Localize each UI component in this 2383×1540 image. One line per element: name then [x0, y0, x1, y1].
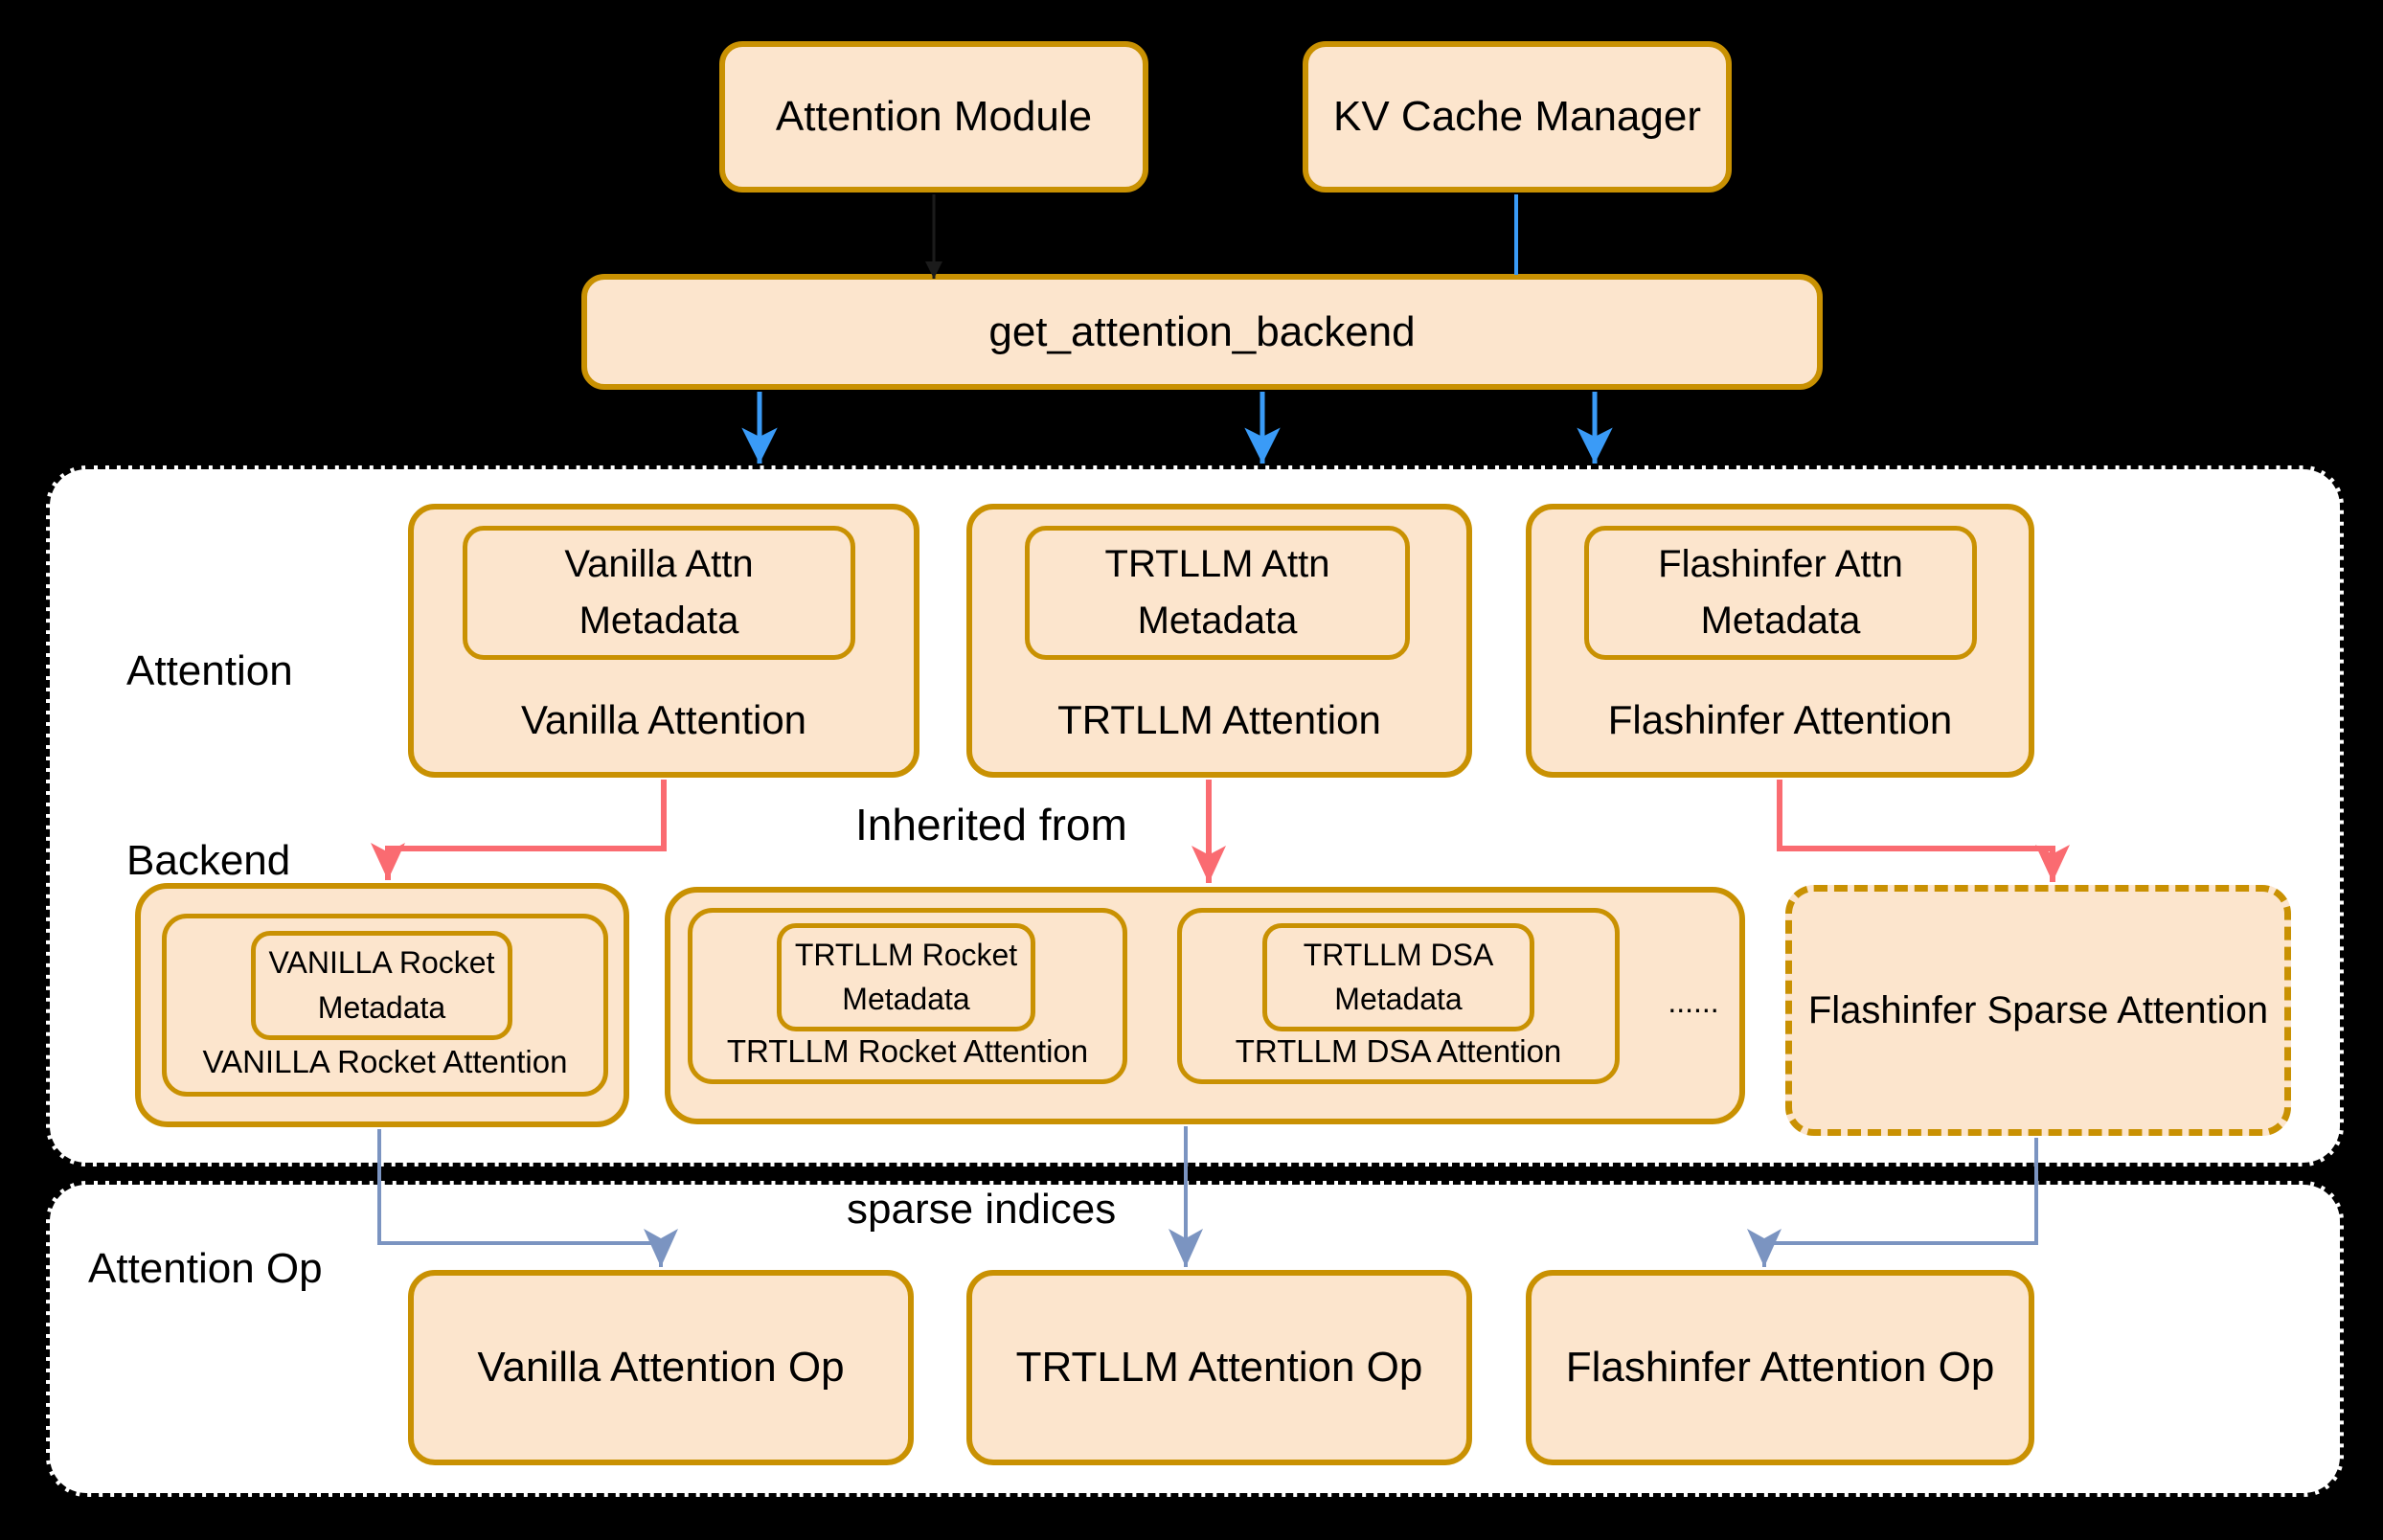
vanilla-attn-metadata-line1: Vanilla Attn: [564, 543, 754, 586]
vanilla-attention-label: Vanilla Attention: [520, 697, 807, 742]
vanilla-attention-op-label: Vanilla Attention Op: [477, 1344, 845, 1391]
trtllm-attention-box: TRTLLM Attn Metadata TRTLLM Attention: [966, 504, 1472, 778]
attention-backend-panel-title: Attention Backend: [126, 513, 293, 1019]
sparse-indices-label: sparse indices: [847, 1186, 1117, 1233]
trtllm-attention-label: TRTLLM Attention: [1057, 697, 1381, 742]
trtllm-dsa-metadata-box: TRTLLM DSA Metadata: [1262, 923, 1534, 1031]
group-ellipsis-label: ......: [1668, 985, 1719, 1019]
flashinfer-attention-box: Flashinfer Attn Metadata Flashinfer Atte…: [1526, 504, 2034, 778]
trtllm-dsa-metadata-line1: TRTLLM DSA: [1303, 937, 1494, 972]
vanilla-rocket-attention-label: VANILLA Rocket Attention: [202, 1044, 568, 1079]
flashinfer-sparse-attention-label: Flashinfer Sparse Attention: [1807, 988, 2269, 1031]
trtllm-rocket-metadata-box: TRTLLM Rocket Metadata: [777, 923, 1035, 1031]
attention-op-panel-title: Attention Op: [88, 1245, 323, 1292]
vanilla-attention-box: Vanilla Attn Metadata Vanilla Attention: [408, 504, 919, 778]
trtllm-attention-op-label: TRTLLM Attention Op: [1015, 1344, 1423, 1391]
trtllm-dsa-attention-label: TRTLLM DSA Attention: [1235, 1033, 1562, 1069]
vanilla-rocket-metadata-box: VANILLA Rocket Metadata: [251, 931, 512, 1040]
trtllm-rocket-metadata-line1: TRTLLM Rocket: [794, 937, 1018, 972]
vanilla-attn-metadata-box: Vanilla Attn Metadata: [463, 526, 855, 660]
trtllm-dsa-attention-box: TRTLLM DSA Metadata TRTLLM DSA Attention: [1177, 908, 1620, 1084]
flashinfer-attention-op-label: Flashinfer Attention Op: [1565, 1344, 1995, 1391]
trtllm-dsa-metadata-line2: Metadata: [1334, 982, 1463, 1017]
flashinfer-sparse-attention-box: Flashinfer Sparse Attention: [1785, 885, 2291, 1136]
get-attention-backend-label: get_attention_backend: [988, 307, 1416, 355]
attention-module-label: Attention Module: [775, 93, 1093, 140]
attention-module-box: Attention Module: [719, 41, 1148, 192]
trtllm-rocket-attention-label: TRTLLM Rocket Attention: [726, 1033, 1089, 1069]
trtllm-rocket-metadata-line2: Metadata: [842, 982, 970, 1017]
vanilla-attn-metadata-line2: Metadata: [579, 599, 739, 642]
vanilla-rocket-metadata-line1: VANILLA Rocket: [268, 945, 495, 980]
kv-cache-manager-box: KV Cache Manager: [1303, 41, 1732, 192]
vanilla-rocket-attention-box: VANILLA Rocket Metadata VANILLA Rocket A…: [162, 914, 608, 1097]
trtllm-rocket-attention-box: TRTLLM Rocket Metadata TRTLLM Rocket Att…: [688, 908, 1127, 1084]
kv-cache-manager-label: KV Cache Manager: [1333, 93, 1701, 140]
vanilla-rocket-outer-box: VANILLA Rocket Metadata VANILLA Rocket A…: [135, 883, 629, 1127]
attention-backend-title-line1: Attention: [126, 647, 293, 694]
flashinfer-attn-metadata-line1: Flashinfer Attn: [1658, 543, 1903, 586]
trtllm-attention-op-box: TRTLLM Attention Op: [966, 1270, 1472, 1465]
get-attention-backend-box: get_attention_backend: [581, 274, 1823, 390]
attention-backend-title-line2: Backend: [126, 837, 291, 884]
trtllm-attn-metadata-box: TRTLLM Attn Metadata: [1025, 526, 1410, 660]
vanilla-rocket-metadata-line2: Metadata: [317, 990, 446, 1025]
trtllm-attn-metadata-line1: TRTLLM Attn: [1104, 543, 1330, 586]
flashinfer-attn-metadata-box: Flashinfer Attn Metadata: [1584, 526, 1977, 660]
flashinfer-attn-metadata-line2: Metadata: [1700, 599, 1861, 642]
vanilla-attention-op-box: Vanilla Attention Op: [408, 1270, 914, 1465]
flashinfer-attention-op-box: Flashinfer Attention Op: [1526, 1270, 2034, 1465]
trtllm-derived-group-box: TRTLLM Rocket Metadata TRTLLM Rocket Att…: [665, 887, 1745, 1124]
flashinfer-attention-label: Flashinfer Attention: [1607, 697, 1953, 742]
inherited-from-label: Inherited from: [855, 800, 1127, 849]
trtllm-attn-metadata-line2: Metadata: [1137, 599, 1298, 642]
